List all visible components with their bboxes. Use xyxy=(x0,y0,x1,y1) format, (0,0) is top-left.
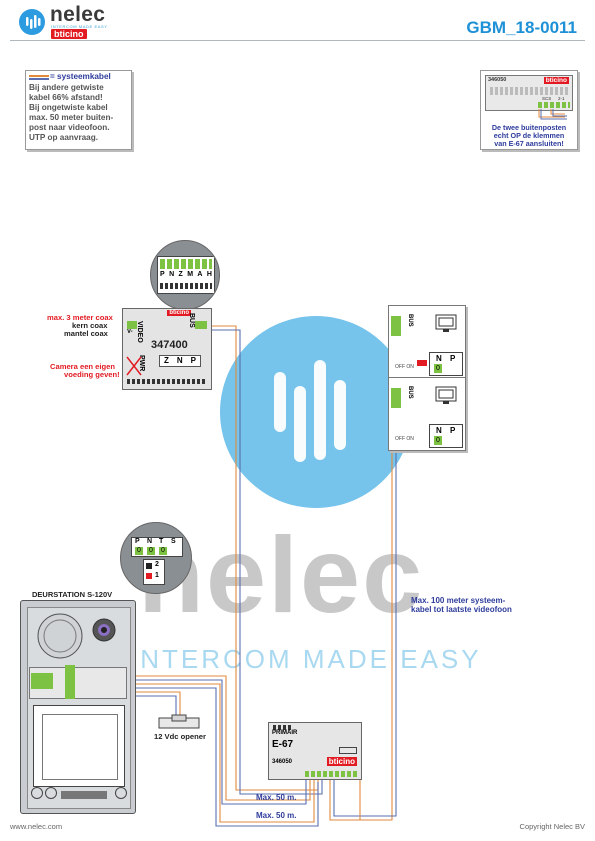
legend-box: = systeemkabel Bij andere getwiste kabel… xyxy=(25,70,132,150)
door-switch-label: 1 xyxy=(155,572,159,579)
door-station-zoom-circle: P N T S 0 0 0 2 1 xyxy=(120,522,192,594)
coax-label: kern coax xyxy=(72,321,108,330)
camera-zoom-label: N xyxy=(169,271,175,278)
door-zoom-label: S xyxy=(171,538,176,545)
logo-tagline: INTERCOM MADE EASY xyxy=(51,24,108,29)
camera-zoom-label: H xyxy=(206,271,212,278)
camera-module: bticino VIDEO V- BUS 347400 PWR Z N P xyxy=(122,308,212,390)
door-zoom-value: 0 xyxy=(159,547,167,555)
videophone: BUS OFF ON N P 0 xyxy=(388,377,466,451)
cable-length-label: Max. 50 m. xyxy=(256,793,297,802)
power-supply-e67: PRIMAIR E-67 346050 bticino xyxy=(268,722,362,780)
footer-website: www.nelec.com xyxy=(10,822,63,831)
camera-terminal-label: P xyxy=(190,356,196,365)
door-opener-icon xyxy=(158,714,200,729)
videophone-terminal-label: N xyxy=(436,354,442,363)
monitor-icon xyxy=(435,314,457,332)
header-divider xyxy=(10,40,585,41)
note-line: van E-67 aansluiten! xyxy=(494,139,564,148)
camera-v-label: V- xyxy=(127,329,133,335)
opener-label: 12 Vdc opener xyxy=(154,732,206,741)
camera-zoom-label: P xyxy=(160,271,165,278)
legend-line: kabel 66% afstand! xyxy=(29,93,103,102)
legend-line: Bij ongetwiste kabel xyxy=(29,103,108,112)
camera-lens-icon xyxy=(92,618,116,642)
mini-bticino-logo: bticino xyxy=(543,77,569,84)
videophone-switch-value: 0 xyxy=(434,364,442,373)
camera-module-code: 347400 xyxy=(151,339,188,351)
door-station-title: DEURSTATION S-120V xyxy=(32,590,113,599)
bticino-logo: bticino xyxy=(51,29,87,39)
logo-text: nelec xyxy=(50,3,106,26)
door-zoom-value: 0 xyxy=(135,547,143,555)
watermark-tagline: INTERCOM MADE EASY xyxy=(130,644,482,674)
camera-terminal-label: Z xyxy=(163,356,169,365)
camera-zoom-circle: P N Z M A H xyxy=(150,240,220,310)
note-box-top-right: 346050 bticino SCS 2-1 De twee buitenpos… xyxy=(480,70,578,150)
camera-zoom-label: Z xyxy=(178,271,183,278)
videophone-bus-label: BUS xyxy=(407,386,413,399)
distance-note: Max. 100 meter systeem- xyxy=(411,596,506,605)
psu-primary-label: PRIMAIR xyxy=(272,730,298,736)
cable-length-label: Max. 50 m. xyxy=(256,811,297,820)
mini-terminal-label: SCS xyxy=(542,96,552,101)
legend-title: = systeemkabel xyxy=(50,72,111,81)
power-warning: Camera een eigen xyxy=(50,362,115,371)
videophone-off-on-label: OFF ON xyxy=(395,436,414,442)
videophone-terminal-label: N xyxy=(436,426,442,435)
speaker-icon xyxy=(37,613,83,659)
mini-power-supply: 346050 bticino SCS 2-1 xyxy=(485,75,573,111)
legend-line: post naar videofoon. xyxy=(29,123,110,132)
videophone-terminal-label: P xyxy=(450,426,456,435)
psu-bticino-logo: bticino xyxy=(326,757,357,766)
camera-pwr-cross-icon xyxy=(126,356,142,376)
door-zoom-label: T xyxy=(159,538,164,545)
document-code: GBM_18-0011 xyxy=(466,18,577,37)
camera-video-label: VIDEO xyxy=(136,321,143,343)
coax-label: max. 3 meter coax xyxy=(47,313,113,322)
legend-line: Bij andere getwiste xyxy=(29,83,104,92)
door-zoom-value: 0 xyxy=(147,547,155,555)
camera-bus-label: BUS xyxy=(188,313,195,328)
note-line: De twee buitenposten xyxy=(491,123,567,132)
door-zoom-label: N xyxy=(147,538,153,545)
camera-bticino-logo: bticino xyxy=(167,310,191,316)
power-warning: voeding geven! xyxy=(64,370,120,379)
distance-note: kabel tot laatste videofoon xyxy=(411,605,512,614)
footer-copyright: Copyright Nelec BV xyxy=(519,822,585,831)
legend-line: max. 50 meter buiten- xyxy=(29,113,114,122)
videophone: BUS OFF ON N P 0 xyxy=(388,305,466,379)
door-station xyxy=(20,600,136,814)
mini-terminal-label: 2-1 xyxy=(558,96,565,101)
camera-zoom-label: A xyxy=(197,271,203,278)
mini-module-code: 346050 xyxy=(488,77,507,83)
coax-label: mantel coax xyxy=(64,329,108,338)
videophone-switch-value: 0 xyxy=(434,436,442,445)
monitor-icon xyxy=(435,386,457,404)
videophone-off-on-label: OFF ON xyxy=(395,364,414,370)
door-switch-label: 2 xyxy=(155,561,159,568)
legend-line: UTP op aanvraag. xyxy=(29,133,99,142)
psu-code: 346050 xyxy=(272,759,293,765)
videophone-terminal-label: P xyxy=(450,354,456,363)
psu-model: E-67 xyxy=(272,739,294,750)
camera-zoom-label: M xyxy=(187,271,194,278)
camera-terminal-label: N xyxy=(176,356,183,365)
door-zoom-label: P xyxy=(135,538,140,545)
videophone-bus-label: BUS xyxy=(407,314,413,327)
nelec-logo-icon xyxy=(19,9,45,35)
note-line: echt OP de klemmen xyxy=(493,131,565,140)
